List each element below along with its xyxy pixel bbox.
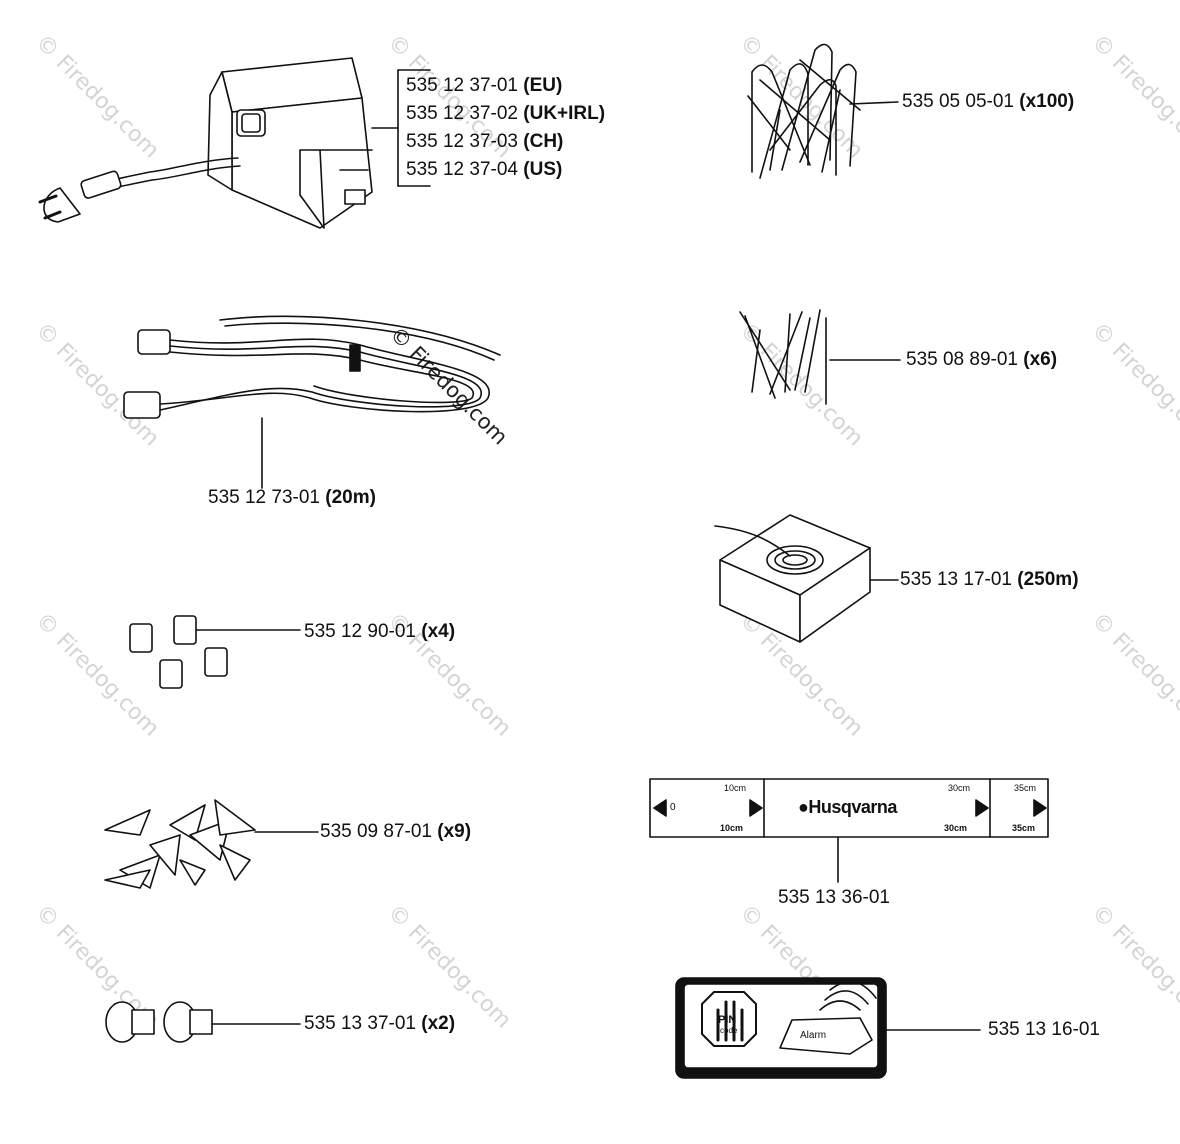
wire-box-drawing xyxy=(714,514,899,643)
connectors-label: 535 12 90-01 (x4) xyxy=(304,621,456,642)
sticker-alarm: Alarm xyxy=(800,1030,827,1041)
transformer-code-ch: 535 12 37-03 (CH) xyxy=(406,131,564,152)
u-pegs-drawing xyxy=(747,43,899,179)
ruler-brand: ●Husqvarna xyxy=(798,797,897,817)
connectors-drawing xyxy=(129,615,301,689)
sticker-pin-sub: code xyxy=(720,1026,738,1035)
sticker-pin: PIN xyxy=(718,1014,737,1026)
ruler-label: 535 13 36-01 xyxy=(778,887,890,908)
wire-box-label: 535 13 17-01 (250m) xyxy=(900,569,1079,590)
couplers-drawing xyxy=(105,1001,301,1043)
ruler-drawing xyxy=(649,778,1049,883)
straight-pegs-drawing xyxy=(739,309,901,405)
ruler-ten-top: 10cm xyxy=(724,783,747,793)
blades-label: 535 09 87-01 (x9) xyxy=(320,821,472,842)
ruler-thirtyfive-bottom: 35cm xyxy=(1012,823,1036,833)
blades-drawing xyxy=(104,799,319,889)
ruler-zero: 0 xyxy=(670,802,676,813)
straight-pegs-label: 535 08 89-01 (x6) xyxy=(906,349,1058,370)
transformer-code-uk-irl: 535 12 37-02 (UK+IRL) xyxy=(406,103,606,124)
u-pegs-label: 535 05 05-01 (x100) xyxy=(902,91,1075,112)
husqvarna-logo-icon: ● xyxy=(798,797,809,817)
cable-drawing xyxy=(123,315,501,489)
transformer-code-eu: 535 12 37-01 (EU) xyxy=(406,75,563,96)
ruler-ten-bottom: 10cm xyxy=(720,823,744,833)
cable-label: 535 12 73-01 (20m) xyxy=(208,487,376,508)
sticker-drawing xyxy=(675,977,981,1079)
couplers-label: 535 13 37-01 (x2) xyxy=(304,1013,456,1034)
ruler-thirty-bottom: 30cm xyxy=(944,823,968,833)
sticker-label: 535 13 16-01 xyxy=(988,1019,1100,1040)
transformer-drawing xyxy=(38,57,431,229)
ruler-thirtyfive-top: 35cm xyxy=(1014,783,1037,793)
ruler-thirty-top: 30cm xyxy=(948,783,971,793)
transformer-code-us: 535 12 37-04 (US) xyxy=(406,159,563,180)
